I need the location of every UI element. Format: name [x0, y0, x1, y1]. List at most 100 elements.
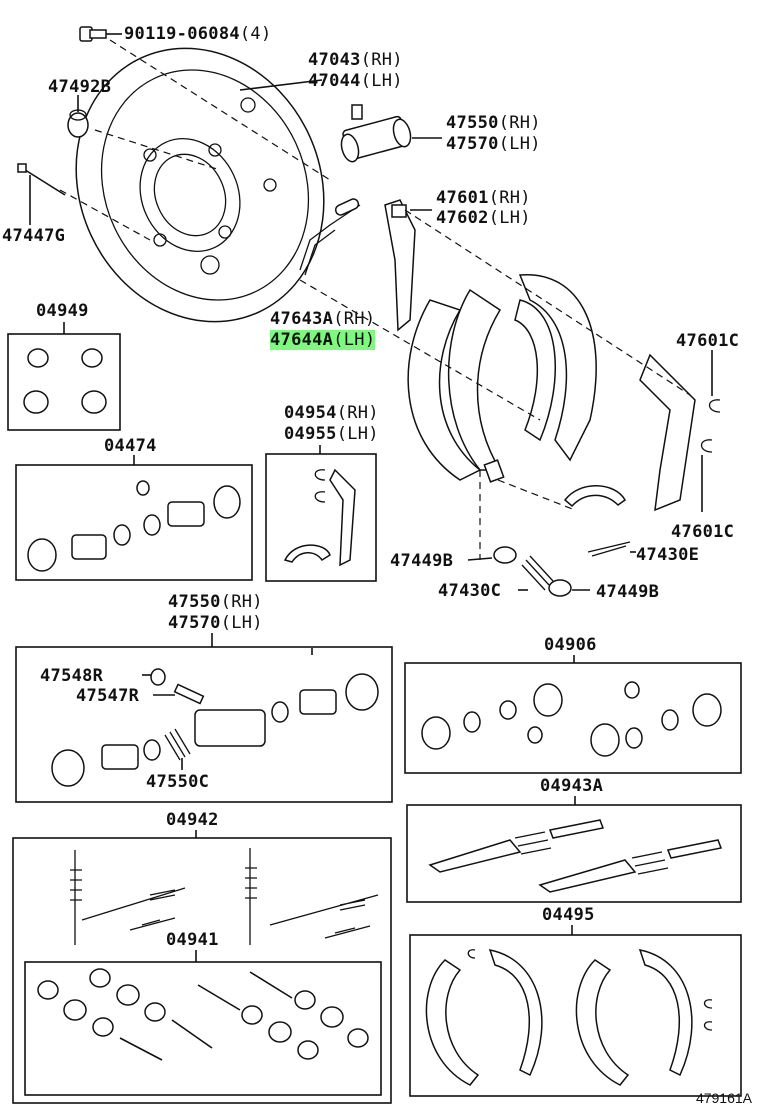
label-lever-rh[interactable]: 47601(RH)	[436, 188, 531, 208]
label-kit-04474[interactable]: 04474	[104, 436, 157, 456]
part-suffix: (RH)	[360, 50, 403, 70]
guide-lines	[59, 39, 691, 560]
label-spring-c[interactable]: 47430C	[438, 581, 501, 601]
label-47548r[interactable]: 47548R	[40, 666, 103, 686]
label-kit-04906[interactable]: 04906	[544, 635, 597, 655]
wheel-cylinder-part	[340, 104, 412, 163]
part-number: 47430C	[438, 581, 502, 601]
part-number: 47643A	[270, 309, 334, 329]
box-04906	[404, 655, 742, 774]
small-shoe-parts	[483, 459, 631, 597]
part-number: 47043	[308, 50, 361, 70]
parking-lever-part	[384, 199, 416, 332]
box-04949	[7, 322, 121, 431]
part-suffix: (4)	[239, 24, 272, 44]
part-number: 47570	[446, 134, 499, 154]
part-suffix: (RH)	[333, 309, 376, 329]
part-suffix: (RH)	[336, 403, 379, 423]
label-47550c[interactable]: 47550C	[146, 772, 209, 792]
part-number: 04906	[544, 635, 597, 655]
brake-shoe-front	[407, 288, 502, 481]
part-number: 47548R	[40, 666, 104, 686]
part-number: 04943A	[540, 776, 604, 796]
strut-spring-part	[299, 198, 361, 276]
box-47550-kit	[15, 633, 393, 803]
box-04954	[265, 445, 377, 582]
label-screw[interactable]: 90119-06084(4)	[124, 24, 272, 44]
label-kit-04949[interactable]: 04949	[36, 301, 89, 321]
part-number: 47601C	[671, 522, 735, 542]
part-number: 04474	[104, 436, 157, 456]
part-number: 04955	[284, 424, 337, 444]
label-lever-lh[interactable]: 47602(LH)	[436, 208, 531, 228]
part-suffix: (LH)	[336, 424, 379, 444]
label-cyl2-rh[interactable]: 47550(RH)	[168, 592, 263, 612]
label-kit-04941[interactable]: 04941	[166, 930, 219, 950]
part-suffix: (LH)	[220, 613, 263, 633]
label-bolt[interactable]: 47447G	[2, 226, 65, 246]
part-number: 47550	[446, 113, 499, 133]
label-spring-lh[interactable]: 47644A(LH)	[270, 330, 376, 350]
label-plate-lh[interactable]: 47044(LH)	[308, 71, 403, 91]
part-number: 04954	[284, 403, 337, 423]
label-kit-04495[interactable]: 04495	[542, 905, 595, 925]
part-number: 04949	[36, 301, 89, 321]
box-04943a	[406, 796, 742, 903]
plug-part	[67, 109, 89, 138]
part-number: 90119-06084	[124, 24, 240, 44]
part-suffix: (LH)	[488, 208, 531, 228]
part-number: 47492B	[48, 77, 112, 97]
box-04474	[15, 455, 253, 581]
label-plate-rh[interactable]: 47043(RH)	[308, 50, 403, 70]
c-clips	[700, 399, 721, 453]
brake-shoe-rear	[514, 274, 597, 462]
label-spring-rh[interactable]: 47643A(RH)	[270, 309, 375, 329]
part-number: 47601C	[676, 331, 740, 351]
label-spring-e[interactable]: 47430E	[636, 545, 699, 565]
label-kit-04954[interactable]: 04954(RH)	[284, 403, 379, 423]
label-bleeder-plug[interactable]: 47492B	[48, 77, 111, 97]
part-number: 47547R	[76, 686, 140, 706]
label-kit-04942[interactable]: 04942	[166, 810, 219, 830]
adjuster-lever-part	[639, 353, 696, 512]
part-suffix: (LH)	[360, 71, 403, 91]
part-suffix: (RH)	[220, 592, 263, 612]
part-number: 47449B	[596, 582, 660, 602]
box-04495	[409, 925, 742, 1097]
label-cyl2-lh[interactable]: 47570(LH)	[168, 613, 263, 633]
label-kit-04955[interactable]: 04955(LH)	[284, 424, 379, 444]
part-number: 47601	[436, 188, 489, 208]
part-number: 47430E	[636, 545, 700, 565]
label-c-upper[interactable]: 47601C	[676, 331, 739, 351]
part-number: 47550C	[146, 772, 210, 792]
part-number: 04495	[542, 905, 595, 925]
part-number: 47644A	[270, 330, 334, 350]
box-04942	[12, 830, 392, 1104]
part-suffix: (RH)	[498, 113, 541, 133]
part-number: 47602	[436, 208, 489, 228]
backing-plate	[75, 47, 325, 323]
label-cup-right[interactable]: 47449B	[596, 582, 659, 602]
part-number: 47449B	[390, 551, 454, 571]
part-number: 47550	[168, 592, 221, 612]
part-number: 47044	[308, 71, 361, 91]
part-number: 04941	[166, 930, 219, 950]
part-number: 04942	[166, 810, 219, 830]
label-c-lower[interactable]: 47601C	[671, 522, 734, 542]
part-number: 47570	[168, 613, 221, 633]
screw-part	[79, 26, 107, 42]
label-47547r[interactable]: 47547R	[76, 686, 139, 706]
box-04941	[24, 950, 382, 1096]
part-suffix: (LH)	[333, 330, 376, 350]
part-suffix: (RH)	[488, 188, 531, 208]
label-cup-left[interactable]: 47449B	[390, 551, 453, 571]
part-suffix: (LH)	[498, 134, 541, 154]
label-kit-04943a[interactable]: 04943A	[540, 776, 603, 796]
leader-lines	[29, 33, 713, 770]
diagram-number: 479161A	[695, 1090, 752, 1106]
part-number: 47447G	[2, 226, 66, 246]
label-cyl-lh[interactable]: 47570(LH)	[446, 134, 541, 154]
bolt-part	[17, 163, 66, 196]
label-cyl-rh[interactable]: 47550(RH)	[446, 113, 541, 133]
